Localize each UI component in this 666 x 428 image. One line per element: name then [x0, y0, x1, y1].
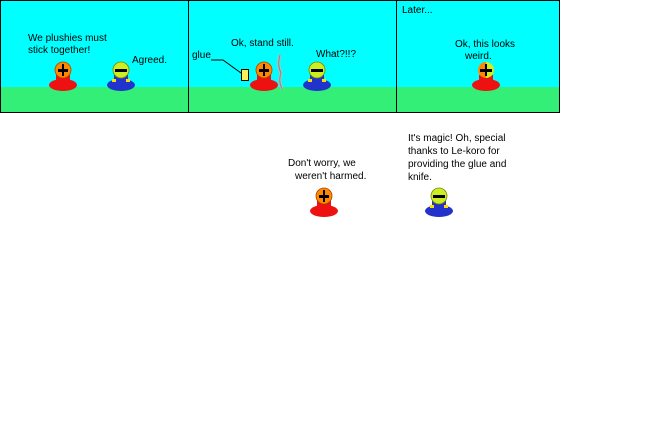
panel-1-reply: Agreed.: [132, 55, 168, 66]
grass-ground: [189, 87, 397, 112]
glue-pointer-line: [211, 59, 242, 74]
yellow-plushie-figure: [300, 61, 334, 93]
below-right-line-2: thanks to Le-koro for: [408, 146, 500, 157]
panel-3-caption: Later...: [402, 5, 433, 16]
merged-plushie-figure: [469, 61, 503, 93]
below-right-line-3: providing the glue and: [408, 159, 507, 170]
panel-1-speech-line-2: stick together!: [28, 45, 91, 56]
below-left-line-2: weren't harmed.: [295, 171, 367, 182]
glue-bottle-icon: [241, 69, 249, 81]
knife-icon: [277, 54, 284, 90]
panel-3-speech-line-1: Ok, this looks: [455, 39, 516, 50]
orange-plushie-figure: [307, 187, 341, 219]
panel-1-speech-line-1: We plushies must: [28, 33, 107, 44]
panel-2-reply: What?!!?: [316, 49, 357, 60]
comic-strip: We plushies must stick together! Agreed.: [0, 0, 560, 113]
below-right-line-4: knife.: [408, 172, 432, 183]
orange-plushie-figure: [247, 61, 281, 93]
panel-1: We plushies must stick together! Agreed.: [1, 1, 188, 112]
grass-ground: [397, 87, 559, 112]
yellow-plushie-figure: [104, 61, 138, 93]
panel-3-speech-line-2: weird.: [465, 51, 492, 62]
below-left-line-1: Don't worry, we: [288, 158, 356, 169]
panel-3: Later... Ok, this looks weird.: [396, 1, 559, 112]
yellow-plushie-figure: [422, 187, 456, 219]
panel-2: glue Ok, stand still. What?!!?: [188, 1, 397, 112]
below-right-line-1: It's magic! Oh, special: [408, 133, 506, 144]
panel-2-speech: Ok, stand still.: [231, 38, 294, 49]
glue-label: glue: [192, 50, 211, 61]
grass-ground: [1, 87, 188, 112]
orange-plushie-figure: [46, 61, 80, 93]
